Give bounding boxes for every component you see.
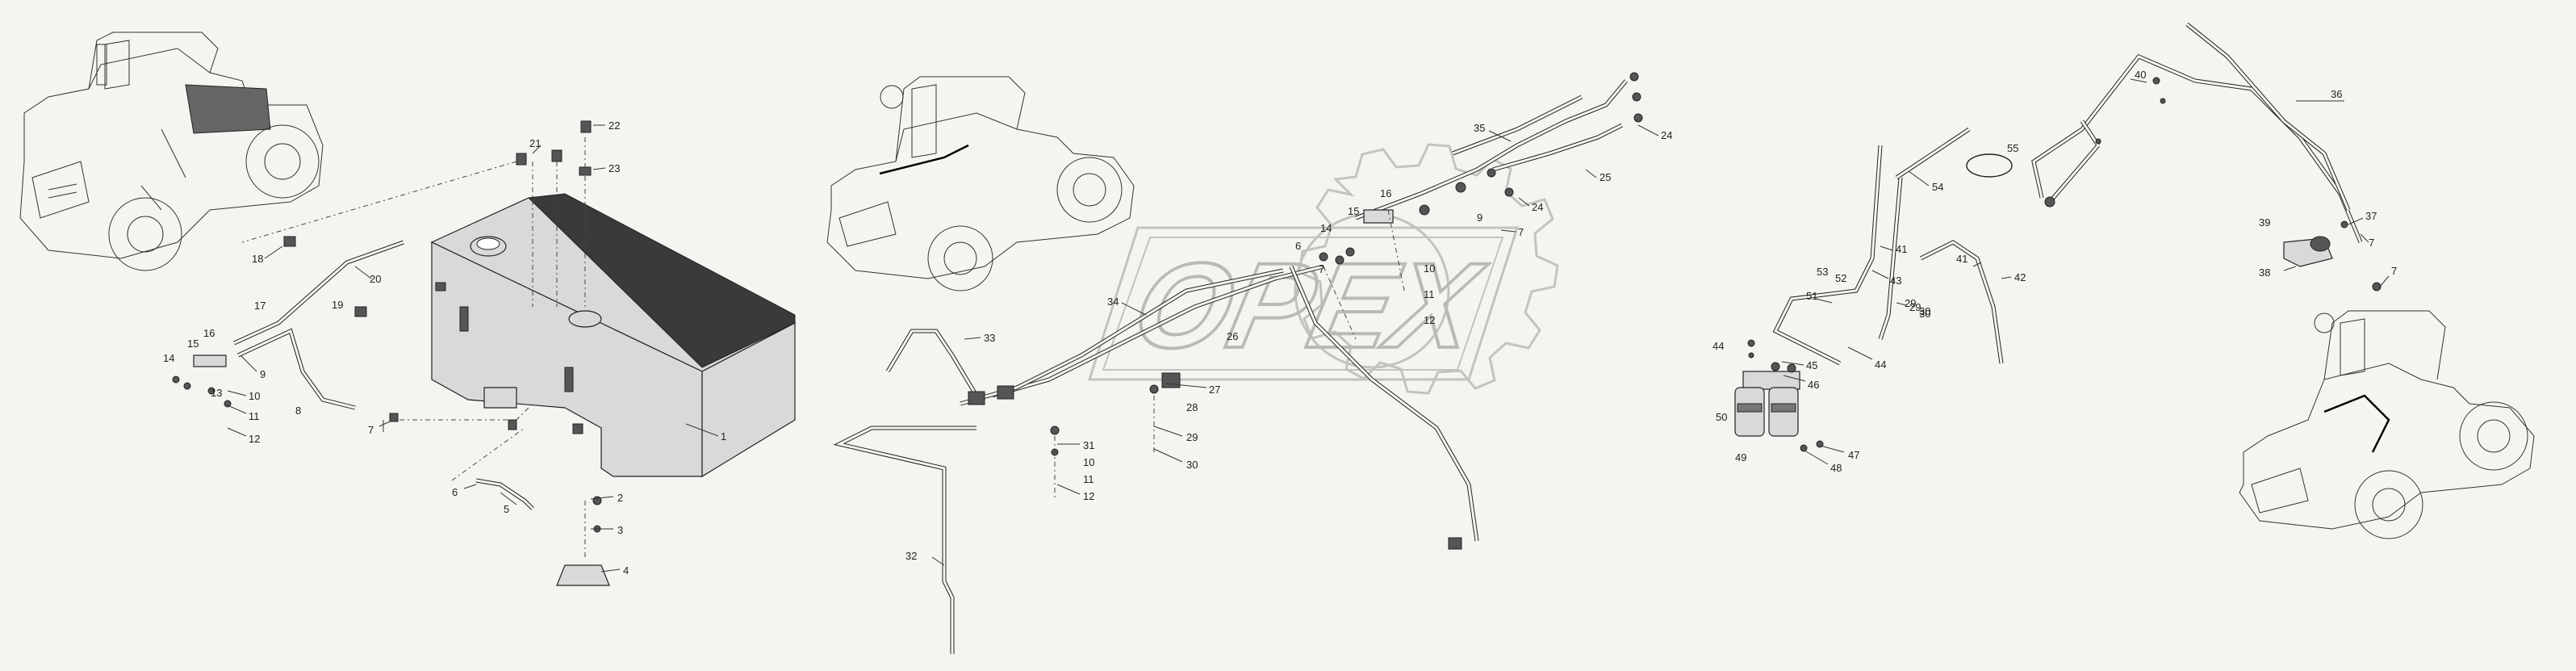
callout: 42: [2014, 271, 2026, 283]
callout: 53: [1817, 266, 1828, 278]
callout: 17: [254, 300, 266, 312]
callout: 5: [504, 503, 509, 515]
callout: 20: [370, 273, 381, 285]
callout: 10: [1083, 456, 1094, 468]
callout: 19: [332, 299, 343, 311]
callout: 24: [1532, 201, 1543, 213]
callout: 46: [1808, 379, 1819, 391]
callout: 23: [608, 162, 620, 174]
callout: 7: [2391, 265, 2397, 277]
callout: 50: [1716, 411, 1727, 423]
callout: 7: [1518, 226, 1524, 238]
callout: 30: [1186, 459, 1198, 471]
callout: 29: [1186, 431, 1198, 443]
callout: 14: [163, 352, 174, 364]
callout: 33: [984, 332, 995, 344]
callout: 39: [2259, 216, 2270, 229]
callout: 34: [1107, 296, 1119, 308]
callout: 52: [1835, 272, 1846, 284]
callout: 4: [623, 564, 629, 577]
callout: 32: [905, 550, 917, 562]
callout: 49: [1735, 451, 1746, 463]
callout: 7: [2369, 237, 2374, 249]
fuel-filter-icon: [1734, 339, 1824, 452]
callout: 37: [2365, 210, 2377, 222]
fuel-lines-left: [172, 120, 610, 586]
callout: 16: [1380, 187, 1391, 199]
callout: 27: [1209, 384, 1220, 396]
callout: 24: [1661, 129, 1672, 141]
callout: 12: [1083, 490, 1094, 502]
callout: 8: [295, 405, 301, 417]
callout: 10: [1424, 262, 1435, 275]
callout: 29: [1909, 301, 1921, 313]
callout: 28: [1186, 401, 1198, 413]
callout: 3: [617, 524, 623, 536]
callout: 11: [1424, 288, 1435, 300]
fuel-tank-icon: [430, 193, 797, 478]
callout: 21: [529, 137, 541, 149]
callout: 45: [1806, 359, 1817, 371]
callout: 1: [721, 430, 726, 442]
callout: 18: [252, 253, 263, 265]
tractor-illustration-left: [19, 31, 324, 271]
fuel-lines-middle: [833, 72, 1643, 654]
callout: 29: [1905, 297, 1916, 309]
callout: 15: [1348, 205, 1359, 217]
tractor-illustration-right: [2239, 310, 2535, 539]
callout: 51: [1806, 290, 1817, 302]
callout: 30: [1919, 308, 1930, 320]
callout: 11: [1083, 473, 1094, 485]
callout: 12: [249, 433, 260, 445]
callout: 22: [608, 120, 620, 132]
callout: 6: [452, 486, 458, 498]
callout: 30: [1919, 305, 1930, 317]
callout: 13: [211, 387, 222, 399]
callout: 41: [1896, 243, 1907, 255]
callout: 2: [617, 492, 623, 504]
callout: 35: [1474, 122, 1485, 134]
callout: 44: [1875, 359, 1886, 371]
callout: 14: [1320, 222, 1332, 234]
callouts: 1 2 3 4 5 6 7 9 10 11 12 13 14 15 16 17 …: [163, 69, 2397, 577]
callout: 36: [2331, 88, 2342, 100]
callout: 12: [1424, 314, 1435, 326]
callout: 11: [249, 410, 260, 422]
callout: 38: [2259, 266, 2270, 279]
callout: 7: [1319, 263, 1324, 275]
callout: 25: [1600, 171, 1611, 183]
callout: 48: [1830, 462, 1842, 474]
callout: 55: [2007, 142, 2018, 154]
callout: 47: [1848, 449, 1859, 461]
callout: 7: [368, 424, 374, 436]
callout: 10: [249, 390, 260, 402]
callout: 40: [2135, 69, 2146, 81]
callout: 9: [1477, 212, 1482, 224]
callout: 54: [1932, 181, 1943, 193]
fuel-lines-right: [1772, 23, 2363, 366]
callout: 16: [203, 327, 215, 339]
callout: 43: [1890, 275, 1901, 287]
callout: 41: [1956, 253, 1968, 265]
callout: 31: [1083, 439, 1094, 451]
callout: 9: [260, 368, 266, 380]
fuel-pump-icon: [2283, 220, 2382, 291]
callout: 26: [1227, 330, 1238, 342]
callout: 6: [1295, 240, 1301, 252]
callout: 15: [187, 338, 199, 350]
tractor-illustration-middle: [826, 76, 1135, 291]
callout: 44: [1712, 340, 1724, 352]
